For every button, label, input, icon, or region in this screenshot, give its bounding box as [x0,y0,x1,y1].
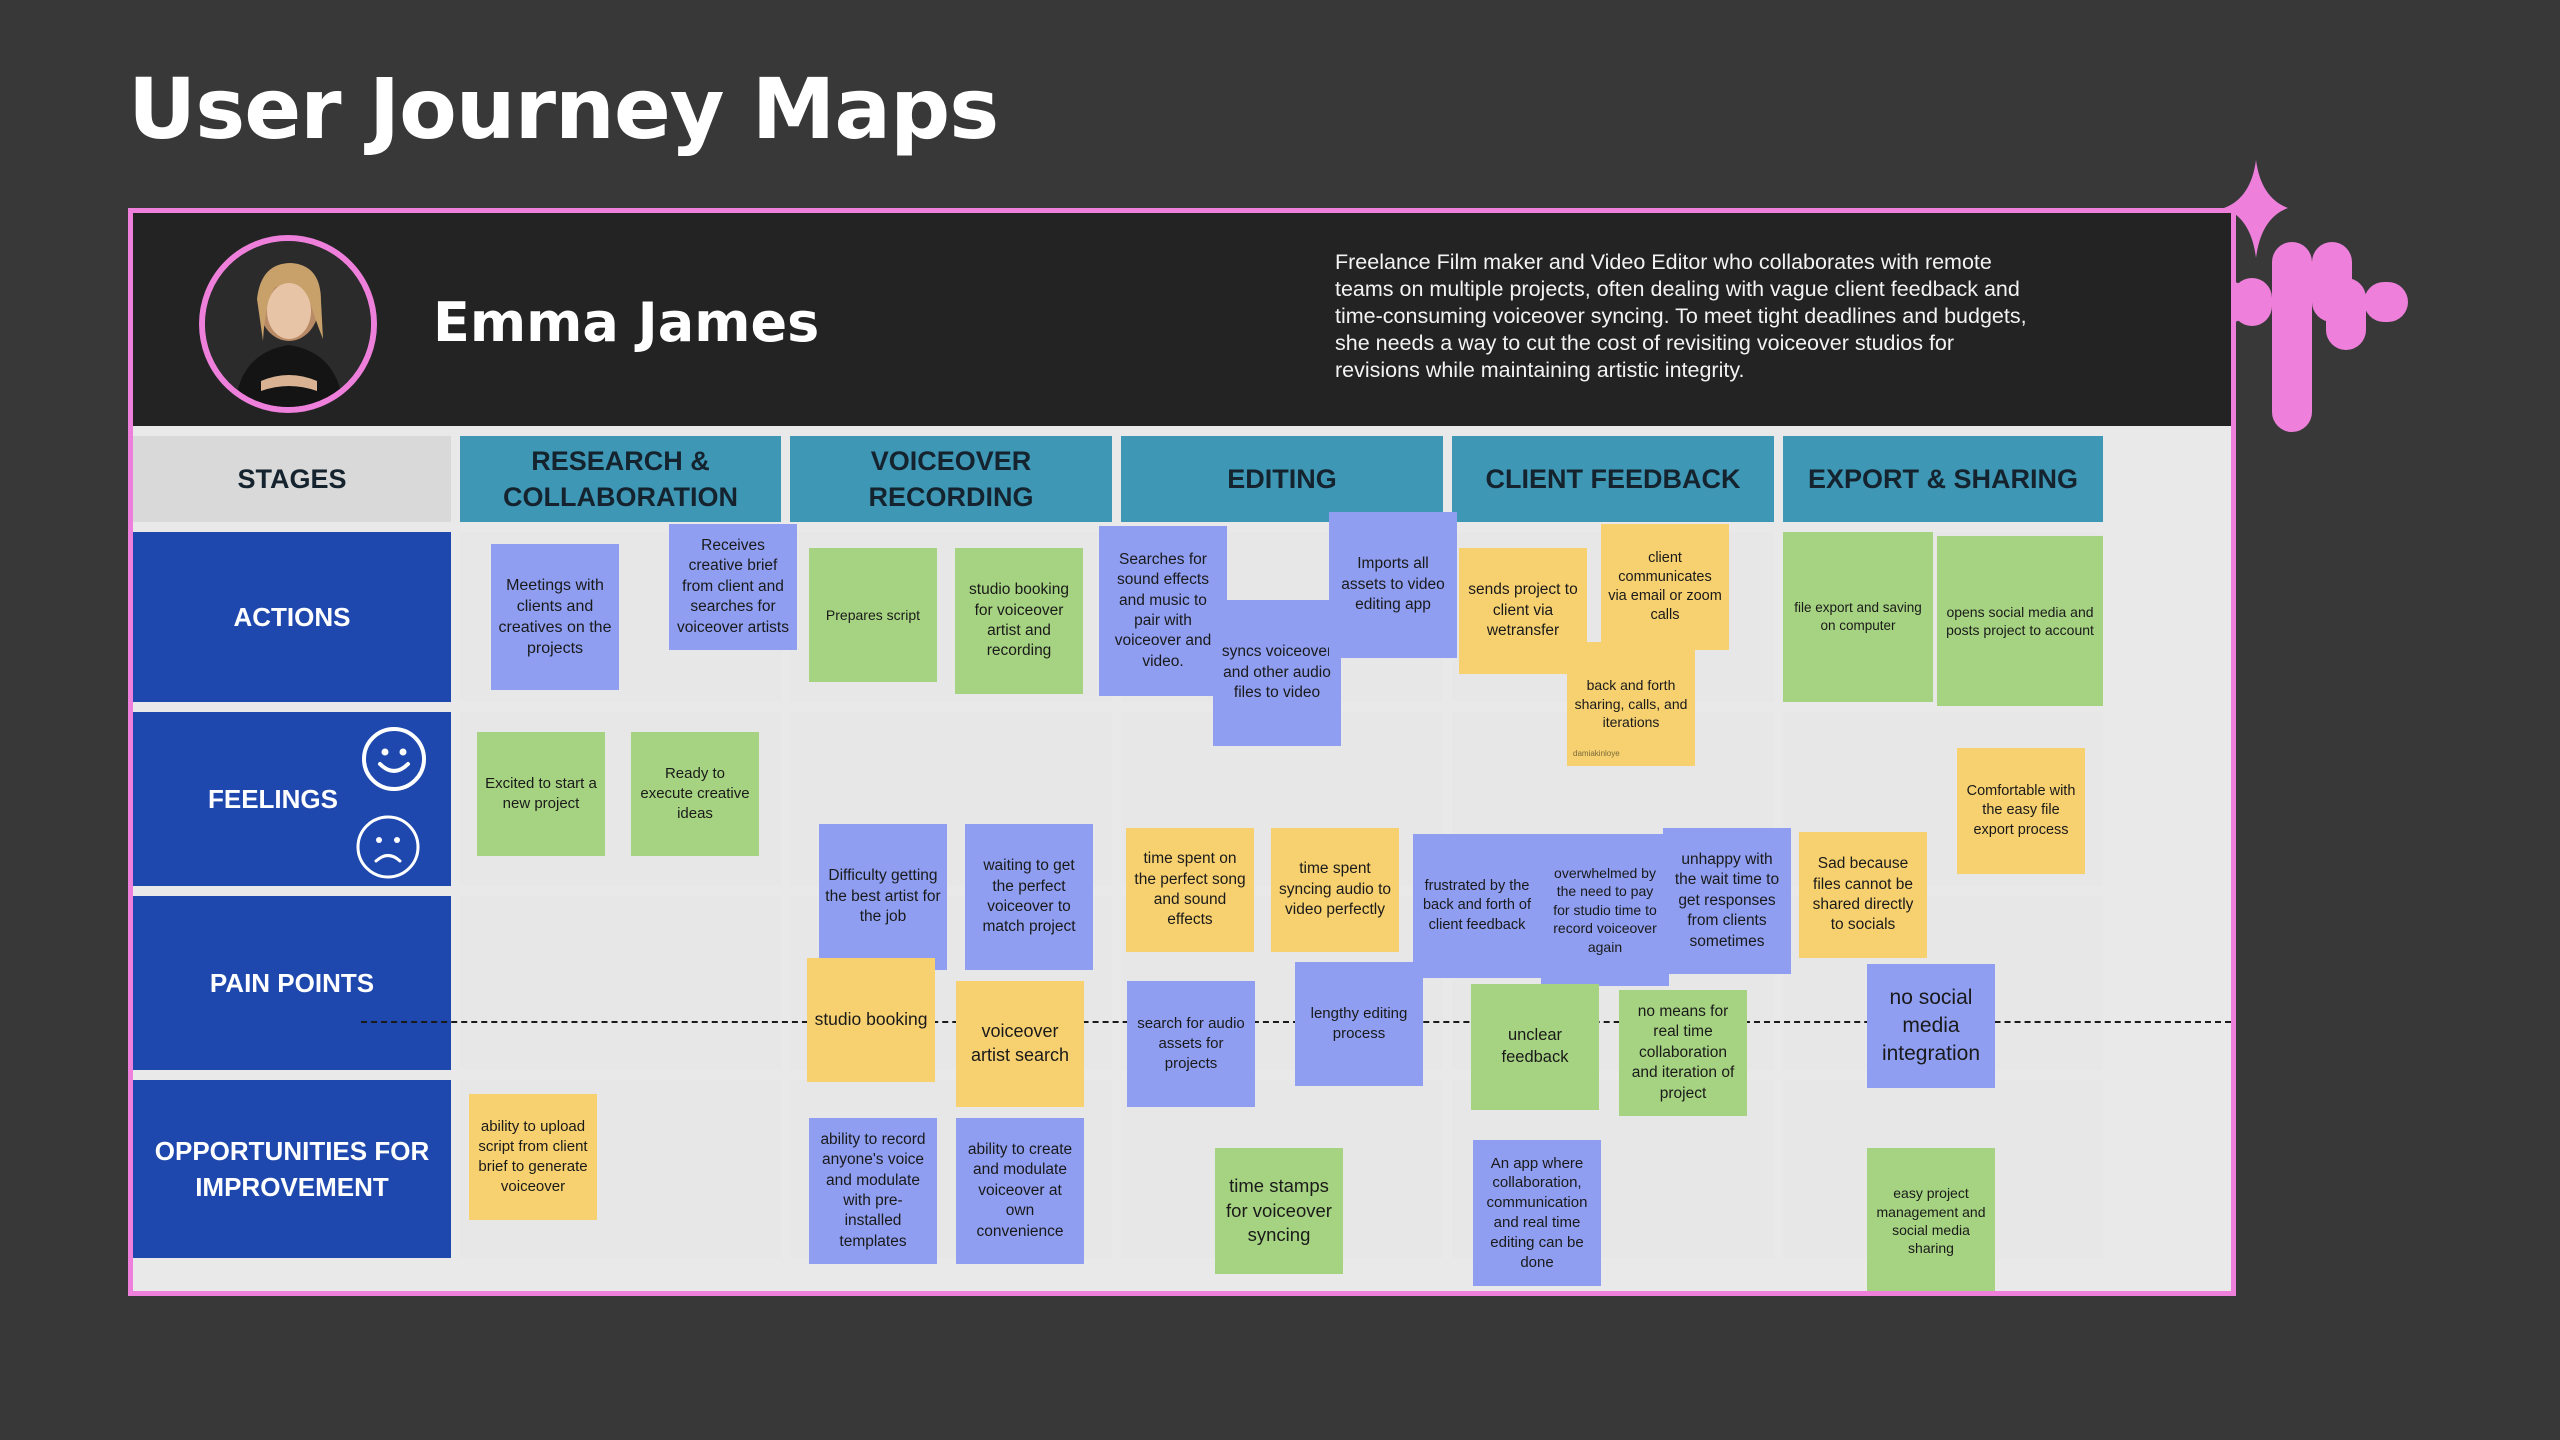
sticky-note-text: no social media integration [1881,986,1981,1065]
sticky-note-text: Ready to execute creative ideas [640,765,750,822]
sticky-note-text: syncs voiceover and other audio files to… [1221,643,1333,702]
stage-research-collaboration: RESEARCH & COLLABORATION [460,436,781,522]
sticky-note[interactable]: no means for real time collaboration and… [1619,990,1747,1116]
sticky-note[interactable]: opens social media and posts project to … [1937,536,2103,706]
sticky-note-text: lengthy editing process [1310,1005,1408,1042]
stages-header-label: STAGES [133,436,451,522]
sticky-note[interactable]: search for audio assets for projects [1127,981,1255,1107]
sticky-note-text: time stamps for voiceover syncing [1226,1175,1332,1246]
journey-board: STAGES RESEARCH & COLLABORATION VOICEOVE… [133,436,2231,1291]
sticky-note[interactable]: Receives creative brief from client and … [669,524,797,650]
sticky-note[interactable]: Excited to start a new project [477,732,605,856]
journey-map-frame: Emma James Freelance Film maker and Vide… [128,208,2236,1296]
sticky-note[interactable]: Meetings with clients and creatives on t… [491,544,619,690]
sticky-note[interactable]: Sad because files cannot be shared direc… [1799,832,1927,958]
sticky-note-text: studio booking for voiceover artist and … [969,581,1069,660]
sticky-note-text: ability to upload script from client bri… [478,1118,588,1195]
sticky-note-text: Sad because files cannot be shared direc… [1812,855,1914,934]
sticky-note[interactable]: time spent syncing audio to video perfec… [1271,828,1399,952]
sticky-note[interactable]: An app where collaboration, communicatio… [1473,1140,1601,1286]
sticky-note-text: unclear feedback [1501,1026,1569,1066]
smiley-face-icon [362,727,426,791]
persona-header: Emma James Freelance Film maker and Vide… [133,213,2231,426]
sticky-note-text: unhappy with the wait time to get respon… [1674,850,1780,950]
sticky-note-text: ability to create and modulate voiceover… [967,1140,1073,1240]
sticky-note-text: file export and saving on computer [1794,600,1922,633]
sticky-note-text: back and forth sharing, calls, and itera… [1574,677,1688,731]
row-label-actions: ACTIONS [133,532,451,702]
sticky-note-text: studio booking [814,1009,928,1030]
row-label-pain-points: PAIN POINTS [133,896,451,1070]
sticky-note[interactable]: easy project management and social media… [1867,1148,1995,1291]
stage-export-sharing: EXPORT & SHARING [1783,436,2103,522]
sticky-note-text: Imports all assets to video editing app [1341,555,1445,614]
sticky-note[interactable]: no social media integration [1867,964,1995,1088]
sticky-note[interactable]: overwhelmed by the need to pay for studi… [1541,834,1669,986]
sticky-note-text: no means for real time collaboration and… [1631,1002,1735,1102]
sticky-note[interactable]: ability to upload script from client bri… [469,1094,597,1220]
sticky-note-text: easy project management and social media… [1876,1185,1986,1257]
sticky-note[interactable]: Difficulty getting the best artist for t… [819,824,947,970]
sticky-note[interactable]: unclear feedback [1471,984,1599,1110]
sad-face-icon [356,815,420,879]
sticky-note-text: An app where collaboration, communicatio… [1486,1154,1588,1271]
sticky-note-text: voiceover artist search [970,1021,1070,1065]
sticky-note[interactable]: studio booking [807,958,935,1082]
stage-editing: EDITING [1121,436,1443,522]
sticky-note[interactable]: client communicates via email or zoom ca… [1601,524,1729,650]
sticky-note-text: ability to record anyone's voice and mod… [820,1130,926,1250]
sticky-note-text: search for audio assets for projects [1137,1015,1245,1072]
sticky-note-text: Excited to start a new project [485,775,597,812]
sticky-note-text: opens social media and posts project to … [1946,603,2094,638]
sticky-note[interactable]: time stamps for voiceover syncing [1215,1148,1343,1274]
sticky-note-text: Comfortable with the easy file export pr… [1966,783,2076,838]
row-label-opportunities: OPPORTUNITIES FOR IMPROVEMENT [133,1080,451,1258]
sticky-note-text: time spent on the perfect song and sound… [1134,850,1246,929]
sticky-note[interactable]: frustrated by the back and forth of clie… [1413,834,1541,978]
sticky-note-text: frustrated by the back and forth of clie… [1422,878,1531,933]
sticky-note-text: Prepares script [825,606,921,623]
sticky-note[interactable]: voiceover artist search [956,981,1084,1107]
sticky-signature: damiakinloye [1573,749,1620,758]
sticky-note[interactable]: waiting to get the perfect voiceover to … [965,824,1093,970]
sticky-note-text: Meetings with clients and creatives on t… [498,576,612,658]
sticky-note[interactable]: lengthy editing process [1295,962,1423,1086]
sticky-note-text: Difficulty getting the best artist for t… [825,867,941,926]
sticky-note-text: time spent syncing audio to video perfec… [1278,860,1392,919]
sticky-note[interactable]: Prepares script [809,548,937,682]
sticky-note[interactable]: ability to create and modulate voiceover… [956,1118,1084,1264]
sticky-note-text: waiting to get the perfect voiceover to … [982,857,1076,936]
row-label-feelings: FEELINGS [133,712,451,886]
sticky-note[interactable]: syncs voiceover and other audio files to… [1213,600,1341,746]
sticky-note[interactable]: Searches for sound effects and music to … [1099,526,1227,696]
sticky-note-text: Searches for sound effects and music to … [1114,550,1212,670]
sticky-note[interactable]: time spent on the perfect song and sound… [1126,828,1254,952]
sticky-note-text: Receives creative brief from client and … [677,536,789,636]
sticky-note-text: overwhelmed by the need to pay for studi… [1553,864,1657,955]
sticky-note[interactable]: Comfortable with the easy file export pr… [1957,748,2085,874]
sticky-note[interactable]: Imports all assets to video editing app [1329,512,1457,658]
stage-client-feedback: CLIENT FEEDBACK [1452,436,1774,522]
page-title: User Journey Maps [128,60,999,158]
sticky-note-text: sends project to client via wetransfer [1468,581,1578,640]
sticky-note[interactable]: back and forth sharing, calls, and itera… [1567,642,1695,766]
sticky-note[interactable]: studio booking for voiceover artist and … [955,548,1083,694]
sticky-note[interactable]: file export and saving on computer [1783,532,1933,702]
sticky-note[interactable]: unhappy with the wait time to get respon… [1663,828,1791,974]
persona-description: Freelance Film maker and Video Editor wh… [1335,250,2027,382]
stage-voiceover-recording: VOICEOVER RECORDING [790,436,1112,522]
grid-cell [460,896,781,1070]
sticky-note[interactable]: sends project to client via wetransfer [1459,548,1587,674]
sticky-note[interactable]: Ready to execute creative ideas [631,732,759,856]
sticky-note-text: client communicates via email or zoom ca… [1608,549,1722,624]
persona-avatar [199,235,377,413]
row-label-feelings-text: FEELINGS [207,784,338,814]
sticky-note[interactable]: ability to record anyone's voice and mod… [809,1118,937,1264]
persona-name: Emma James [433,291,820,354]
